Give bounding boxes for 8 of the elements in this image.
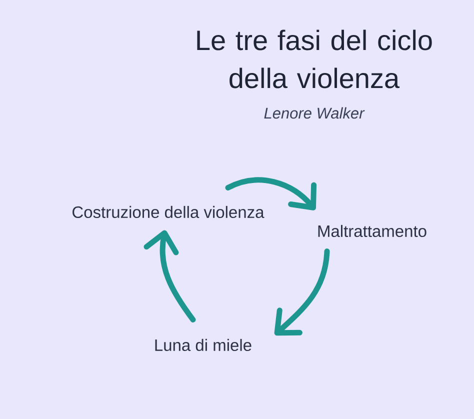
curved-arrow — [274, 248, 330, 336]
title: Le tre fasi del ciclo della violenza — [197, 30, 432, 88]
stage-label: Costruzione della violenza — [72, 206, 264, 218]
curved-arrow — [144, 230, 196, 322]
stage-label: Maltrattamento — [318, 224, 426, 238]
byline: Lenore Walker — [264, 107, 365, 119]
stage-label: Luna di miele — [155, 338, 252, 352]
curved-arrow — [225, 177, 317, 210]
